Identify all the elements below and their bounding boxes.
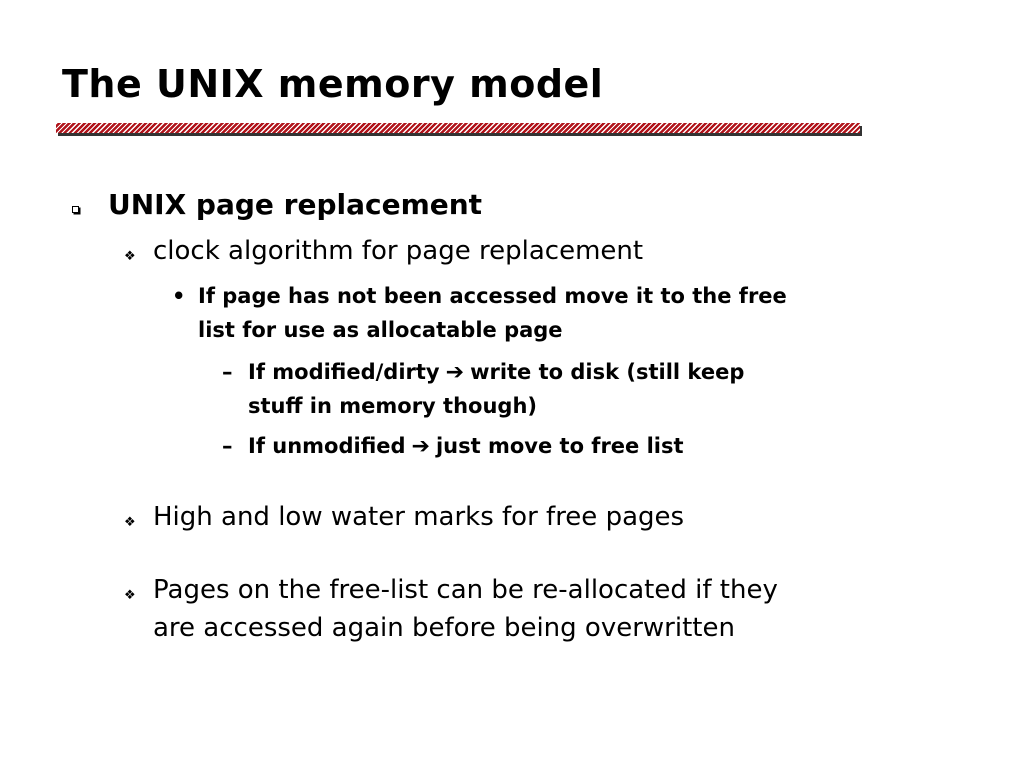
dash-bullet: – bbox=[222, 434, 233, 458]
right-arrow-icon: ➔ bbox=[411, 434, 430, 459]
bullet-realloc-line2: are accessed again before being overwrit… bbox=[153, 613, 735, 643]
bullet-not-accessed-line2: list for use as allocatable page bbox=[198, 318, 563, 342]
diamond-bullet-icon: ❖ bbox=[124, 515, 136, 530]
bullet-unmodified: If unmodified➔just move to free list bbox=[248, 429, 684, 464]
diamond-bullet-icon: ❖ bbox=[124, 588, 136, 603]
right-arrow-icon: ➔ bbox=[445, 360, 465, 385]
square-bullet-icon bbox=[72, 206, 79, 213]
bullet-not-accessed-line1: If page has not been accessed move it to… bbox=[198, 284, 787, 308]
bullet-realloc-line1: Pages on the free-list can be re-allocat… bbox=[153, 575, 778, 605]
bullet-water-marks: High and low water marks for free pages bbox=[153, 502, 685, 532]
bullet-unix-page-replacement: UNIX page replacement bbox=[108, 188, 483, 221]
bullet-clock-algorithm: clock algorithm for page replacement bbox=[153, 236, 644, 266]
unmodified-suffix: just move to free list bbox=[435, 434, 684, 458]
title-underline-decoration bbox=[56, 123, 860, 133]
modified-suffix: write to disk (still keep bbox=[470, 360, 745, 384]
bullet-modified: If modified/dirty➔write to disk (still k… bbox=[248, 355, 744, 390]
dash-bullet: – bbox=[222, 360, 233, 384]
bullet-modified-line2: stuff in memory though) bbox=[248, 394, 538, 418]
slide-title: The UNIX memory model bbox=[62, 62, 604, 106]
dot-bullet: • bbox=[172, 284, 186, 308]
diamond-bullet-icon: ❖ bbox=[124, 249, 136, 264]
modified-prefix: If modified/dirty bbox=[248, 360, 440, 384]
unmodified-prefix: If unmodified bbox=[248, 434, 406, 458]
